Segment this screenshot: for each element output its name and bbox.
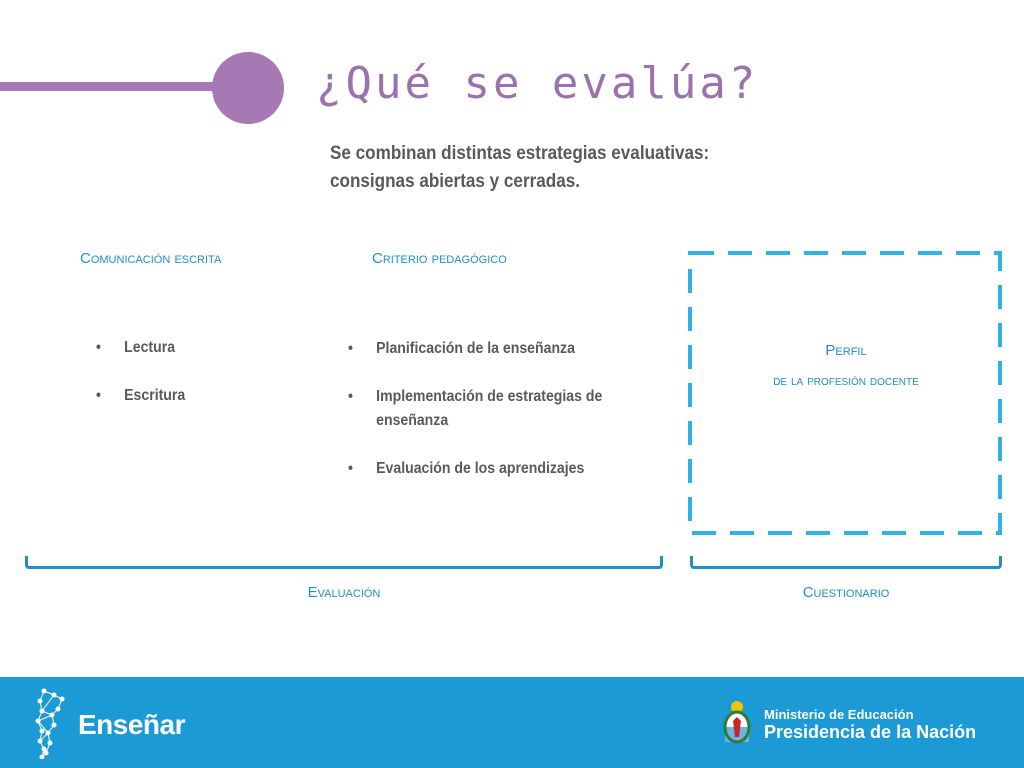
list-item: Planificación de la enseñanza	[348, 337, 612, 361]
list-comunicacion-escrita: Lectura Escritura	[96, 336, 197, 432]
footer-bar: Enseñar Ministerio de Educación Presiden…	[0, 677, 1024, 768]
ministry-line1: Ministerio de Educación	[764, 707, 914, 722]
label-cuestionario: Cuestionario	[802, 584, 890, 601]
bracket-evaluacion	[25, 556, 663, 569]
list-item: Implementación de estrategias de enseñan…	[348, 385, 612, 433]
heading-comunicacion-escrita: Comunicación escrita	[80, 250, 222, 267]
list-item: Lectura	[96, 336, 185, 360]
list-item: Escritura	[96, 384, 185, 408]
perfil-dashed-box	[688, 251, 1002, 535]
perfil-subtitle: de la profesión docente	[773, 372, 919, 388]
argentina-map-network-icon	[35, 688, 65, 759]
slide-subtitle: Se combinan distintas estrategias evalua…	[330, 143, 710, 192]
bracket-cuestionario	[690, 556, 1002, 569]
argentina-coat-of-arms-icon	[723, 701, 751, 744]
list-item: Evaluación de los aprendizajes	[348, 457, 612, 481]
perfil-title: Perfil	[825, 342, 867, 359]
decorative-line	[0, 82, 240, 91]
heading-criterio-pedagogico: Criterio pedagógico	[372, 250, 507, 267]
ministry-line2: Presidencia de la Nación	[764, 722, 977, 742]
decorative-circle	[212, 52, 284, 124]
slide-title: ¿Qué se evalúa?	[316, 58, 759, 109]
list-criterio-pedagogico: Planificación de la enseñanza Implementa…	[348, 337, 648, 505]
brand-name: Enseñar	[78, 709, 186, 740]
label-evaluacion: Evaluación	[307, 584, 381, 601]
